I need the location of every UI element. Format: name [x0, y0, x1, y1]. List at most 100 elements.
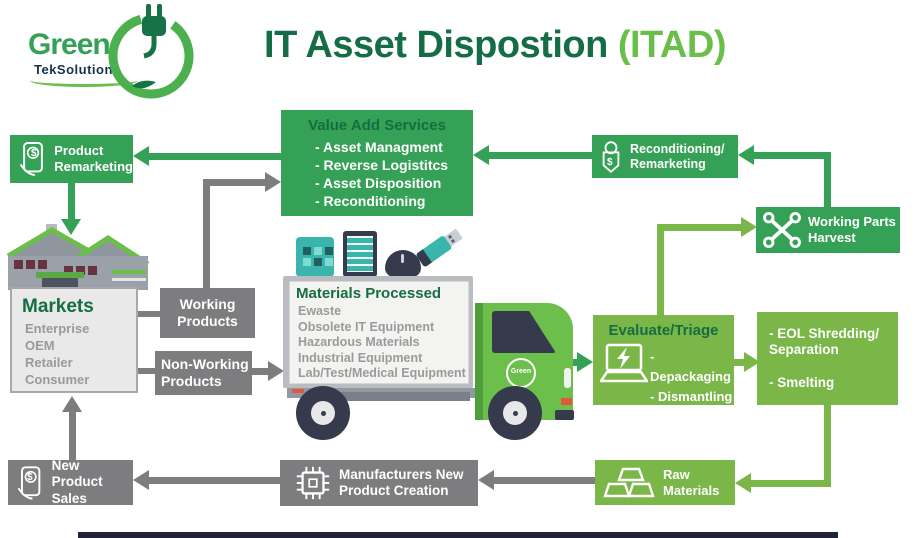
list-item: OEM	[25, 338, 55, 353]
brand-name: Green	[28, 28, 111, 61]
materials-heading: Materials Processed	[296, 285, 442, 302]
arrow-workingproducts-right	[203, 179, 265, 186]
truck-cab-logo: Green	[506, 358, 536, 388]
list-item: - Reconditioning	[315, 193, 426, 209]
arrowhead-into-eol	[744, 352, 760, 372]
list-item: Hazardous Materials	[298, 335, 420, 349]
product-remarketing-label: Product Remarketing	[54, 143, 133, 174]
usb-drive	[415, 224, 468, 269]
truck-signal-light	[561, 398, 572, 405]
title-suffix: (ITAD)	[617, 24, 727, 66]
wrenches-icon	[763, 212, 801, 248]
non-working-products-box: Non-Working Products	[155, 351, 252, 395]
raw-materials-label: Raw Materials	[663, 466, 720, 498]
truck-chassis-dark	[330, 392, 470, 401]
list-item: Obsolete IT Equipment	[298, 319, 435, 334]
list-item: - Reverse Logistitcs	[315, 157, 449, 173]
bottom-bar	[78, 532, 838, 538]
list-item: Retailer	[25, 355, 73, 370]
markets-heading: Markets	[22, 296, 94, 317]
arrowhead-into-product-remarketing	[133, 146, 149, 166]
phone-dollar-icon	[17, 465, 41, 500]
dollar-glyph: $	[31, 148, 37, 159]
list-item: Consumer	[25, 372, 90, 387]
phone-keypad	[303, 247, 311, 255]
arrow-harvest-to-recond-v	[824, 152, 831, 207]
list-item: Lab/Test/Medical Equipment	[298, 366, 466, 380]
reconditioning-label: Reconditioning/ Remarketing	[630, 141, 725, 171]
truck-cargo-panel	[289, 281, 469, 384]
arrow-eol-to-raw-h	[751, 480, 831, 487]
brand-plug-icon	[108, 4, 194, 99]
working-parts-harvest-box: Working Parts Harvest	[756, 207, 900, 253]
new-product-sales-box: $ New Product Sales	[8, 458, 133, 506]
title-main: IT Asset Dispostion	[264, 24, 608, 66]
list-item: Separation	[769, 342, 839, 357]
evaluate-triage-box: Evaluate/Triage - Depackaging - Dismantli…	[593, 315, 734, 405]
arrowhead-into-valueadd-right	[473, 145, 489, 165]
manufacturers-new-product-box: Manufacturers New Product Creation	[280, 460, 478, 506]
price-tag-icon	[602, 140, 620, 173]
truck-orange-dash	[292, 389, 304, 393]
arrow-manufacturers-to-sales	[147, 477, 280, 484]
list-item: Enterprise	[25, 321, 90, 336]
chip-icon	[296, 466, 330, 500]
list-item: - Smelting	[769, 375, 835, 390]
eol-lines: - EOL Shredding/Separation - Smelting	[769, 326, 898, 391]
arrow-workingproducts-up	[203, 179, 210, 288]
value-add-services-box: Value Add Services - Asset Managment- Re…	[281, 110, 473, 216]
value-add-items: - Asset Managment- Reverse Logistitcs- A…	[281, 134, 473, 210]
list-item: - Asset Disposition	[315, 175, 442, 191]
arrowhead-into-truck	[268, 361, 284, 381]
product-remarketing-box: $ Product Remarketing	[10, 135, 133, 183]
raw-materials-box: Raw Materials	[595, 460, 735, 505]
arrowhead-into-valueadd-left	[265, 172, 281, 192]
value-add-heading: Value Add Services	[308, 117, 446, 134]
arrowhead-into-raw-materials	[735, 473, 751, 493]
dollar-glyph: $	[607, 157, 613, 168]
arrow-evaluate-to-harvest-v	[657, 224, 664, 315]
arrow-sales-to-markets	[69, 412, 76, 460]
arrowhead-into-building	[61, 219, 81, 235]
arrow-remarketing-to-markets	[68, 183, 75, 219]
truck-rear-wheel	[296, 386, 350, 440]
working-parts-label: Working Parts Harvest	[808, 214, 896, 245]
list-item: - Dismantling	[650, 389, 733, 404]
arrowhead-into-manufacturers	[478, 470, 494, 490]
arrow-harvest-to-recond-h	[754, 152, 831, 159]
ingots-icon	[603, 467, 655, 497]
arrow-valueadd-to-remarketing	[149, 153, 281, 160]
line-markets-to-working	[138, 311, 160, 317]
page-title: IT Asset Dispostion(ITAD)	[240, 24, 750, 67]
arrow-eol-to-raw-v	[824, 405, 831, 487]
list-item: - EOL Shredding/	[769, 326, 880, 341]
mouse-scrollwheel	[401, 254, 404, 263]
arrowhead-into-evaluate	[577, 352, 593, 372]
arrow-raw-to-manufacturers	[492, 477, 595, 484]
evaluate-heading: Evaluate/Triage	[608, 322, 719, 339]
truck-cab-back	[475, 303, 485, 420]
list-item: - Depackaging	[650, 349, 731, 384]
dollar-glyph: $	[27, 472, 33, 483]
phone-device	[296, 237, 334, 277]
manufacturers-label: Manufacturers New Product Creation	[339, 466, 464, 498]
laptop-bolt-icon	[600, 343, 648, 383]
arrowhead-into-harvest	[741, 217, 757, 237]
arrowhead-into-markets	[62, 396, 82, 412]
arrow-evaluate-to-eol	[734, 359, 744, 366]
brand-swoosh	[30, 74, 138, 87]
arrow-evaluate-to-harvest-h	[657, 224, 741, 231]
tablet-screen	[347, 236, 373, 272]
arrowhead-into-reconditioning	[738, 145, 754, 165]
eol-shredding-smelting-box: - EOL Shredding/Separation - Smelting	[757, 312, 898, 405]
reconditioning-remarketing-box: $ Reconditioning/ Remarketing	[592, 135, 738, 178]
arrow-recond-to-valueadd	[489, 152, 592, 159]
warehouse-illustration	[6, 224, 150, 290]
arrowhead-into-new-product-sales	[133, 470, 149, 490]
list-item: Ewaste	[298, 304, 342, 318]
